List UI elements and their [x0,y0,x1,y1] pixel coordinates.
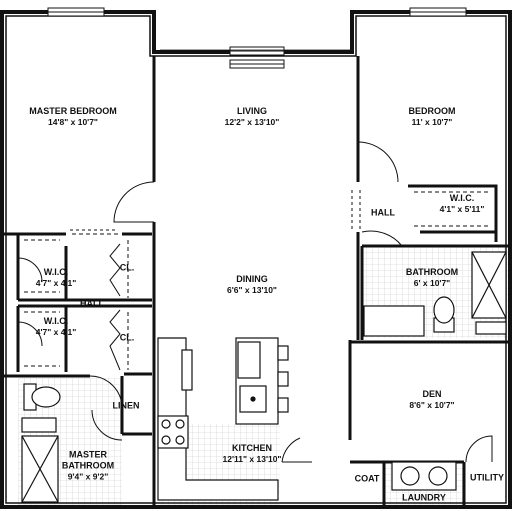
exterior-walls [0,10,512,509]
room-name: CL. [119,262,135,273]
windows [47,7,467,69]
room-name: DINING [236,274,268,284]
room-name: W.I.C. [43,267,69,277]
room-name: W.I.C. [43,316,69,326]
kitchen-island [235,337,289,425]
room-master-bedroom: MASTER BEDROOM 14'8" x 10'7" [29,106,117,128]
room-dims: 6'6" x 13'10" [227,285,277,295]
room-master-bathroom: MASTER BATHROOM 9'4" x 9'2" [53,450,123,483]
interior-walls [4,56,508,505]
room-bedroom: BEDROOM 11' x 10'7" [409,106,456,128]
room-laundry: LAUNDRY [402,493,446,504]
room-dims: 12'2" x 13'10" [224,117,280,127]
bathroom-fixtures [21,251,507,503]
room-name: DEN [422,389,442,399]
room-name: MASTER BATHROOM [61,449,115,471]
room-dims: 4'1" x 5'11" [439,204,485,214]
room-name: LINEN [112,400,140,411]
room-hall-left: HALL [80,299,104,310]
room-hall-right: HALL [371,208,395,219]
room-dims: 14'8" x 10'7" [48,117,98,127]
room-linen: LINEN [113,401,140,412]
room-wic-right: W.I.C. 4'1" x 5'11" [440,193,485,215]
room-name: BATHROOM [405,267,459,277]
room-name: KITCHEN [232,443,272,453]
room-name: LAUNDRY [402,492,446,503]
room-name: CL. [119,332,135,343]
room-utility: UTILITY [470,473,504,484]
room-name: BEDROOM [408,106,456,116]
room-name: HALL [371,207,395,218]
room-dims: 8'6" x 10'7" [409,400,455,410]
room-name: HALL [80,298,104,309]
room-bathroom: BATHROOM 6' x 10'7" [406,267,458,289]
kitchen-counter [157,337,279,501]
openings [70,190,361,231]
room-dining: DINING 6'6" x 13'10" [227,274,277,296]
exterior-wall-inner-lines [5,15,507,504]
room-closet-2: CL. [120,333,135,344]
room-den: DEN 8'6" x 10'7" [409,389,454,411]
room-dims: 9'4" x 9'2" [67,471,109,482]
room-closet-1: CL. [120,263,135,274]
room-dims: 4'7" x 4'1" [35,327,77,337]
bifold-doors [109,243,121,371]
room-dims: 11' x 10'7" [411,117,453,127]
room-coat: COAT [355,474,380,485]
room-kitchen: KITCHEN 12'11" x 13'10" [223,443,282,465]
room-wic-left-2: W.I.C. 4'7" x 4'1" [36,316,76,338]
room-name: MASTER BEDROOM [29,106,117,116]
room-living: LIVING 12'2" x 13'10" [225,106,280,128]
room-dims: 12'11" x 13'10" [222,454,282,464]
door-swings [17,141,493,463]
room-dims: 6' x 10'7" [413,278,451,288]
room-name: W.I.C. [449,193,475,203]
room-name: UTILITY [470,472,504,483]
room-dims: 4'7" x 4'1" [35,278,77,288]
room-name: COAT [354,473,380,484]
room-wic-left-1: W.I.C. 4'7" x 4'1" [36,267,76,289]
room-name: LIVING [236,106,267,116]
